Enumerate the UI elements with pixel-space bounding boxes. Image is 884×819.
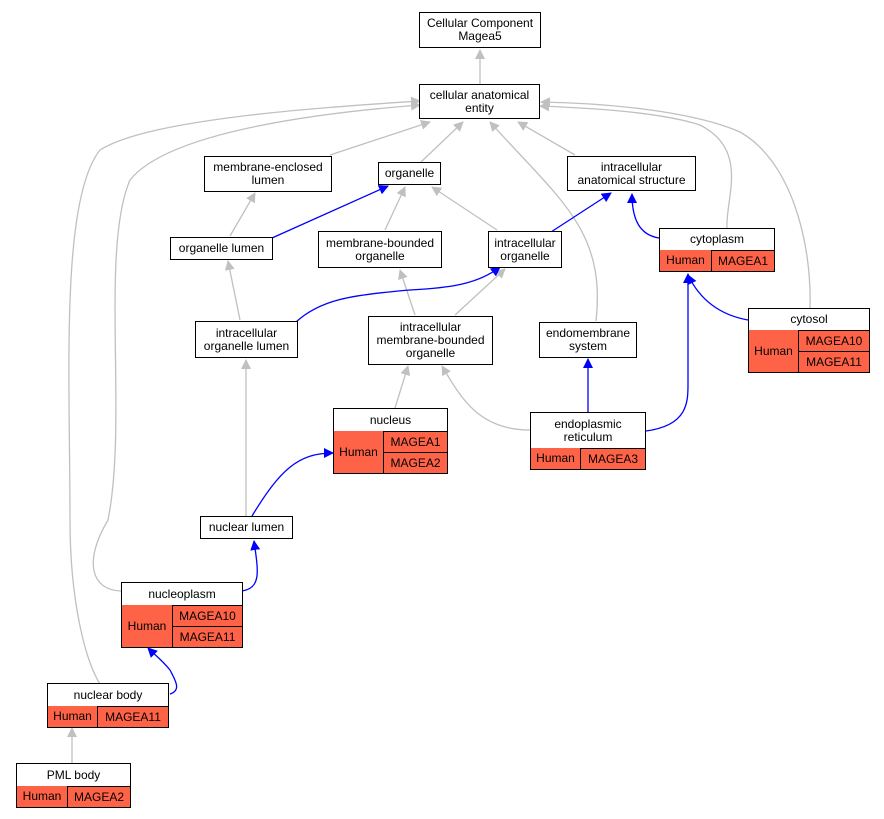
node-pml-body[interactable]: PML body Human MAGEA2	[16, 763, 131, 808]
gene-label: MAGEA11	[98, 707, 168, 727]
edge-olumen-to-organelle	[271, 185, 389, 239]
edge-nucleus-to-imbo	[394, 365, 411, 409]
species-label: Human	[122, 605, 173, 647]
gene-label: MAGEA1	[712, 251, 774, 271]
edge-imbo-to-mbo	[398, 269, 416, 316]
edge-nbody-to-nucleoplasm	[147, 647, 178, 695]
node-endoplasmic-reticulum-title: endoplasmic reticulum	[531, 413, 645, 449]
gene-label: MAGEA10	[799, 331, 869, 352]
node-cytosol-title: cytosol	[749, 309, 869, 331]
node-cellular-anatomical-entity[interactable]: cellular anatomical entity	[419, 84, 540, 119]
edge-iorg-to-ias	[550, 192, 612, 233]
species-label: Human	[531, 448, 581, 469]
species-label: Human	[17, 786, 68, 807]
gene-label: MAGEA11	[799, 352, 869, 372]
edge-endosys-to-cae	[489, 121, 598, 322]
node-nucleoplasm-title: nucleoplasm	[122, 583, 242, 606]
edge-imbo-to-iorg	[454, 268, 506, 316]
node-organelle-lumen[interactable]: organelle lumen	[170, 237, 273, 260]
edge-olumen-to-mel	[229, 192, 256, 237]
edge-cytosol-to-cae	[540, 97, 811, 309]
node-cytoplasm[interactable]: cytoplasm Human MAGEA1	[659, 228, 775, 272]
node-intracellular-organelle-lumen[interactable]: intracellular organelle lumen	[195, 321, 298, 358]
edge-cytoplasm-to-ias	[627, 193, 660, 239]
gene-label: MAGEA2	[384, 453, 447, 473]
edge-nucleoplasm-to-nlumen	[241, 540, 261, 592]
node-endomembrane-system[interactable]: endomembrane system	[539, 322, 637, 358]
node-cellular-component-magea5[interactable]: Cellular Component Magea5	[419, 12, 541, 48]
node-intracellular-anatomical-structure[interactable]: intracellular anatomical structure	[567, 156, 696, 191]
node-nuclear-lumen[interactable]: nuclear lumen	[200, 516, 293, 539]
node-pml-body-title: PML body	[17, 764, 130, 787]
edge-mbo-to-organelle	[384, 186, 406, 231]
node-cytosol[interactable]: cytosol Human MAGEA10 MAGEA11	[748, 308, 870, 373]
node-endoplasmic-reticulum[interactable]: endoplasmic reticulum Human MAGEA3	[530, 412, 646, 470]
edge-nlumen-to-nucleus	[251, 448, 334, 517]
gene-label: MAGEA1	[384, 432, 447, 453]
gene-label: MAGEA2	[68, 787, 130, 807]
node-cytoplasm-title: cytoplasm	[660, 229, 774, 251]
edge-cytosol-to-cytoplasm	[687, 274, 749, 321]
species-label: Human	[334, 431, 384, 473]
gene-label: MAGEA11	[173, 627, 242, 647]
node-organelle[interactable]: organelle	[378, 162, 441, 185]
species-label: Human	[48, 706, 98, 727]
gene-label: MAGEA10	[173, 606, 242, 627]
node-nuclear-body[interactable]: nuclear body Human MAGEA11	[47, 683, 169, 728]
species-label: Human	[749, 330, 799, 372]
node-membrane-enclosed-lumen[interactable]: membrane-enclosed lumen	[204, 156, 332, 192]
edge-cytoplasm-to-cae	[539, 101, 733, 229]
edge-er-to-imbo	[441, 365, 531, 431]
node-membrane-bounded-organelle[interactable]: membrane-bounded organelle	[318, 231, 442, 268]
edge-nbody-to-cae	[68, 96, 421, 685]
species-label: Human	[660, 250, 712, 271]
edge-er-to-cytoplasm	[645, 273, 693, 432]
node-intracellular-organelle[interactable]: intracellular organelle	[488, 231, 562, 268]
edge-mel-to-cae	[329, 120, 431, 156]
edge-ias-to-cae	[517, 121, 576, 156]
edge-iol-to-iorg	[295, 266, 501, 323]
node-nucleoplasm[interactable]: nucleoplasm Human MAGEA10 MAGEA11	[121, 582, 243, 648]
edge-iorg-to-organelle	[431, 186, 498, 231]
node-intracellular-membrane-bounded-organelle[interactable]: intracellular membrane-bounded organelle	[368, 316, 493, 365]
edge-iol-to-olumen	[224, 260, 241, 321]
gene-label: MAGEA3	[581, 449, 645, 469]
edge-organelle-to-cae	[420, 121, 464, 163]
node-nucleus[interactable]: nucleus Human MAGEA1 MAGEA2	[333, 408, 448, 474]
edge-nucleoplasm-to-cae	[92, 100, 421, 592]
node-nucleus-title: nucleus	[334, 409, 447, 432]
node-nuclear-body-title: nuclear body	[48, 684, 168, 707]
